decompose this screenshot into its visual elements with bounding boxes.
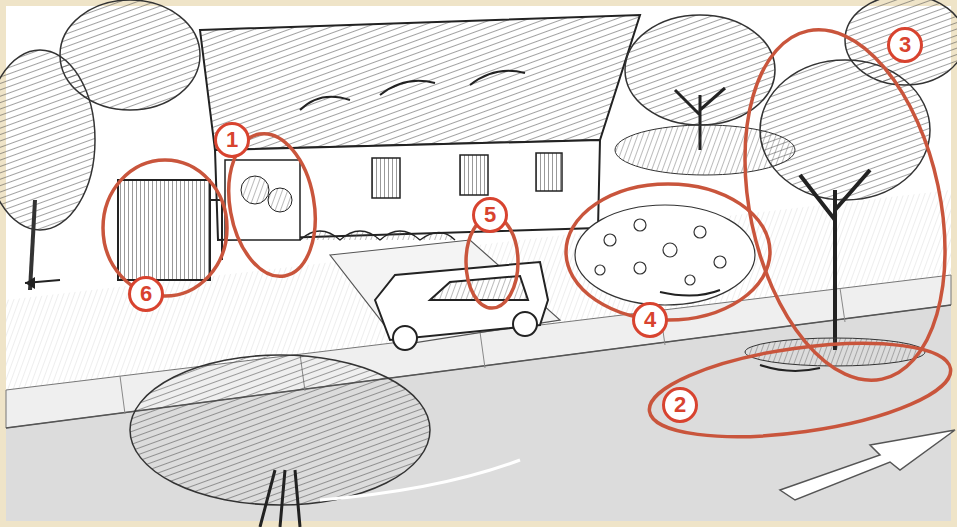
callout-number: 5 [472,197,508,233]
callout-number: 2 [662,387,698,423]
callout-number: 3 [887,27,923,63]
callout-number: 4 [632,302,668,338]
callout-number: 1 [214,122,250,158]
callout-number: 6 [128,276,164,312]
